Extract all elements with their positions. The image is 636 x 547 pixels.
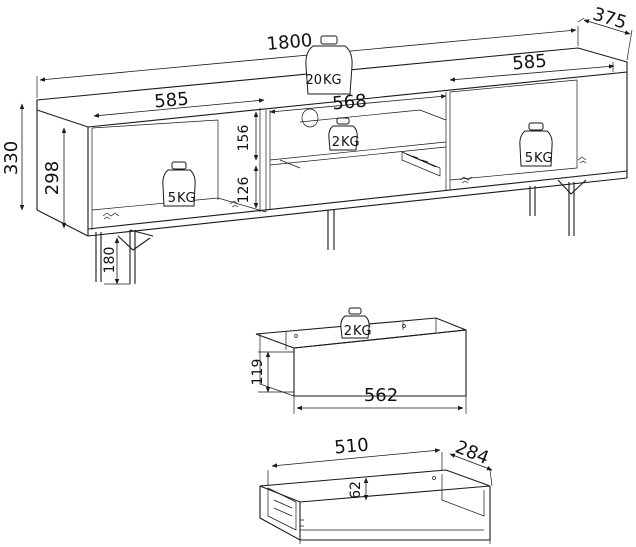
weight-left: 5 KG (162, 161, 196, 207)
weight-middle-value: 2 (332, 135, 340, 150)
weight-top-unit: KG (323, 73, 342, 88)
weight-drawer-unit: KG (353, 324, 372, 339)
drawer-front-height-label: 119 (250, 359, 266, 386)
weight-right-unit: KG (534, 151, 553, 166)
cabinet-legs (95, 179, 587, 284)
weight-drawer: 2 KG (340, 307, 372, 339)
left-width-label: 585 (153, 89, 189, 113)
middle-width-label: 568 (331, 91, 367, 115)
weight-left-value: 5 (168, 191, 176, 206)
drawer-slide-rail (401, 151, 441, 177)
weight-right: 5 KG (519, 122, 553, 167)
drawer-box-depth-label: 284 (452, 437, 492, 469)
depth-label: 375 (590, 4, 629, 34)
weight-left-unit: KG (177, 191, 196, 206)
weight-top: 20 KG (305, 35, 353, 95)
weight-top-value: 20 (305, 73, 322, 88)
right-width-label: 585 (511, 51, 547, 75)
drawer-box (259, 469, 491, 544)
drawer-front-width-label: 562 (364, 385, 398, 406)
leg-height-label: 180 (102, 247, 118, 274)
drawer-dimension-lines (258, 351, 464, 411)
total-width-label: 1800 (266, 30, 313, 55)
inner-height-label: 298 (42, 161, 63, 195)
drawer-box-height-label: 62 (348, 481, 364, 499)
height-label: 330 (1, 141, 22, 175)
weight-right-value: 5 (525, 151, 533, 166)
weight-drawer-value: 2 (344, 324, 352, 339)
weight-middle-shelf: 2 KG (328, 117, 360, 151)
tv-cabinet (36, 47, 628, 284)
drawer-box-dimension-lines (267, 448, 493, 501)
upper-shelf-height-label: 156 (236, 125, 252, 152)
drawer-assembly (255, 317, 467, 414)
lower-shelf-height-label: 126 (236, 177, 252, 204)
drawer-box-width-label: 510 (333, 435, 369, 459)
weight-middle-unit: KG (341, 135, 360, 150)
